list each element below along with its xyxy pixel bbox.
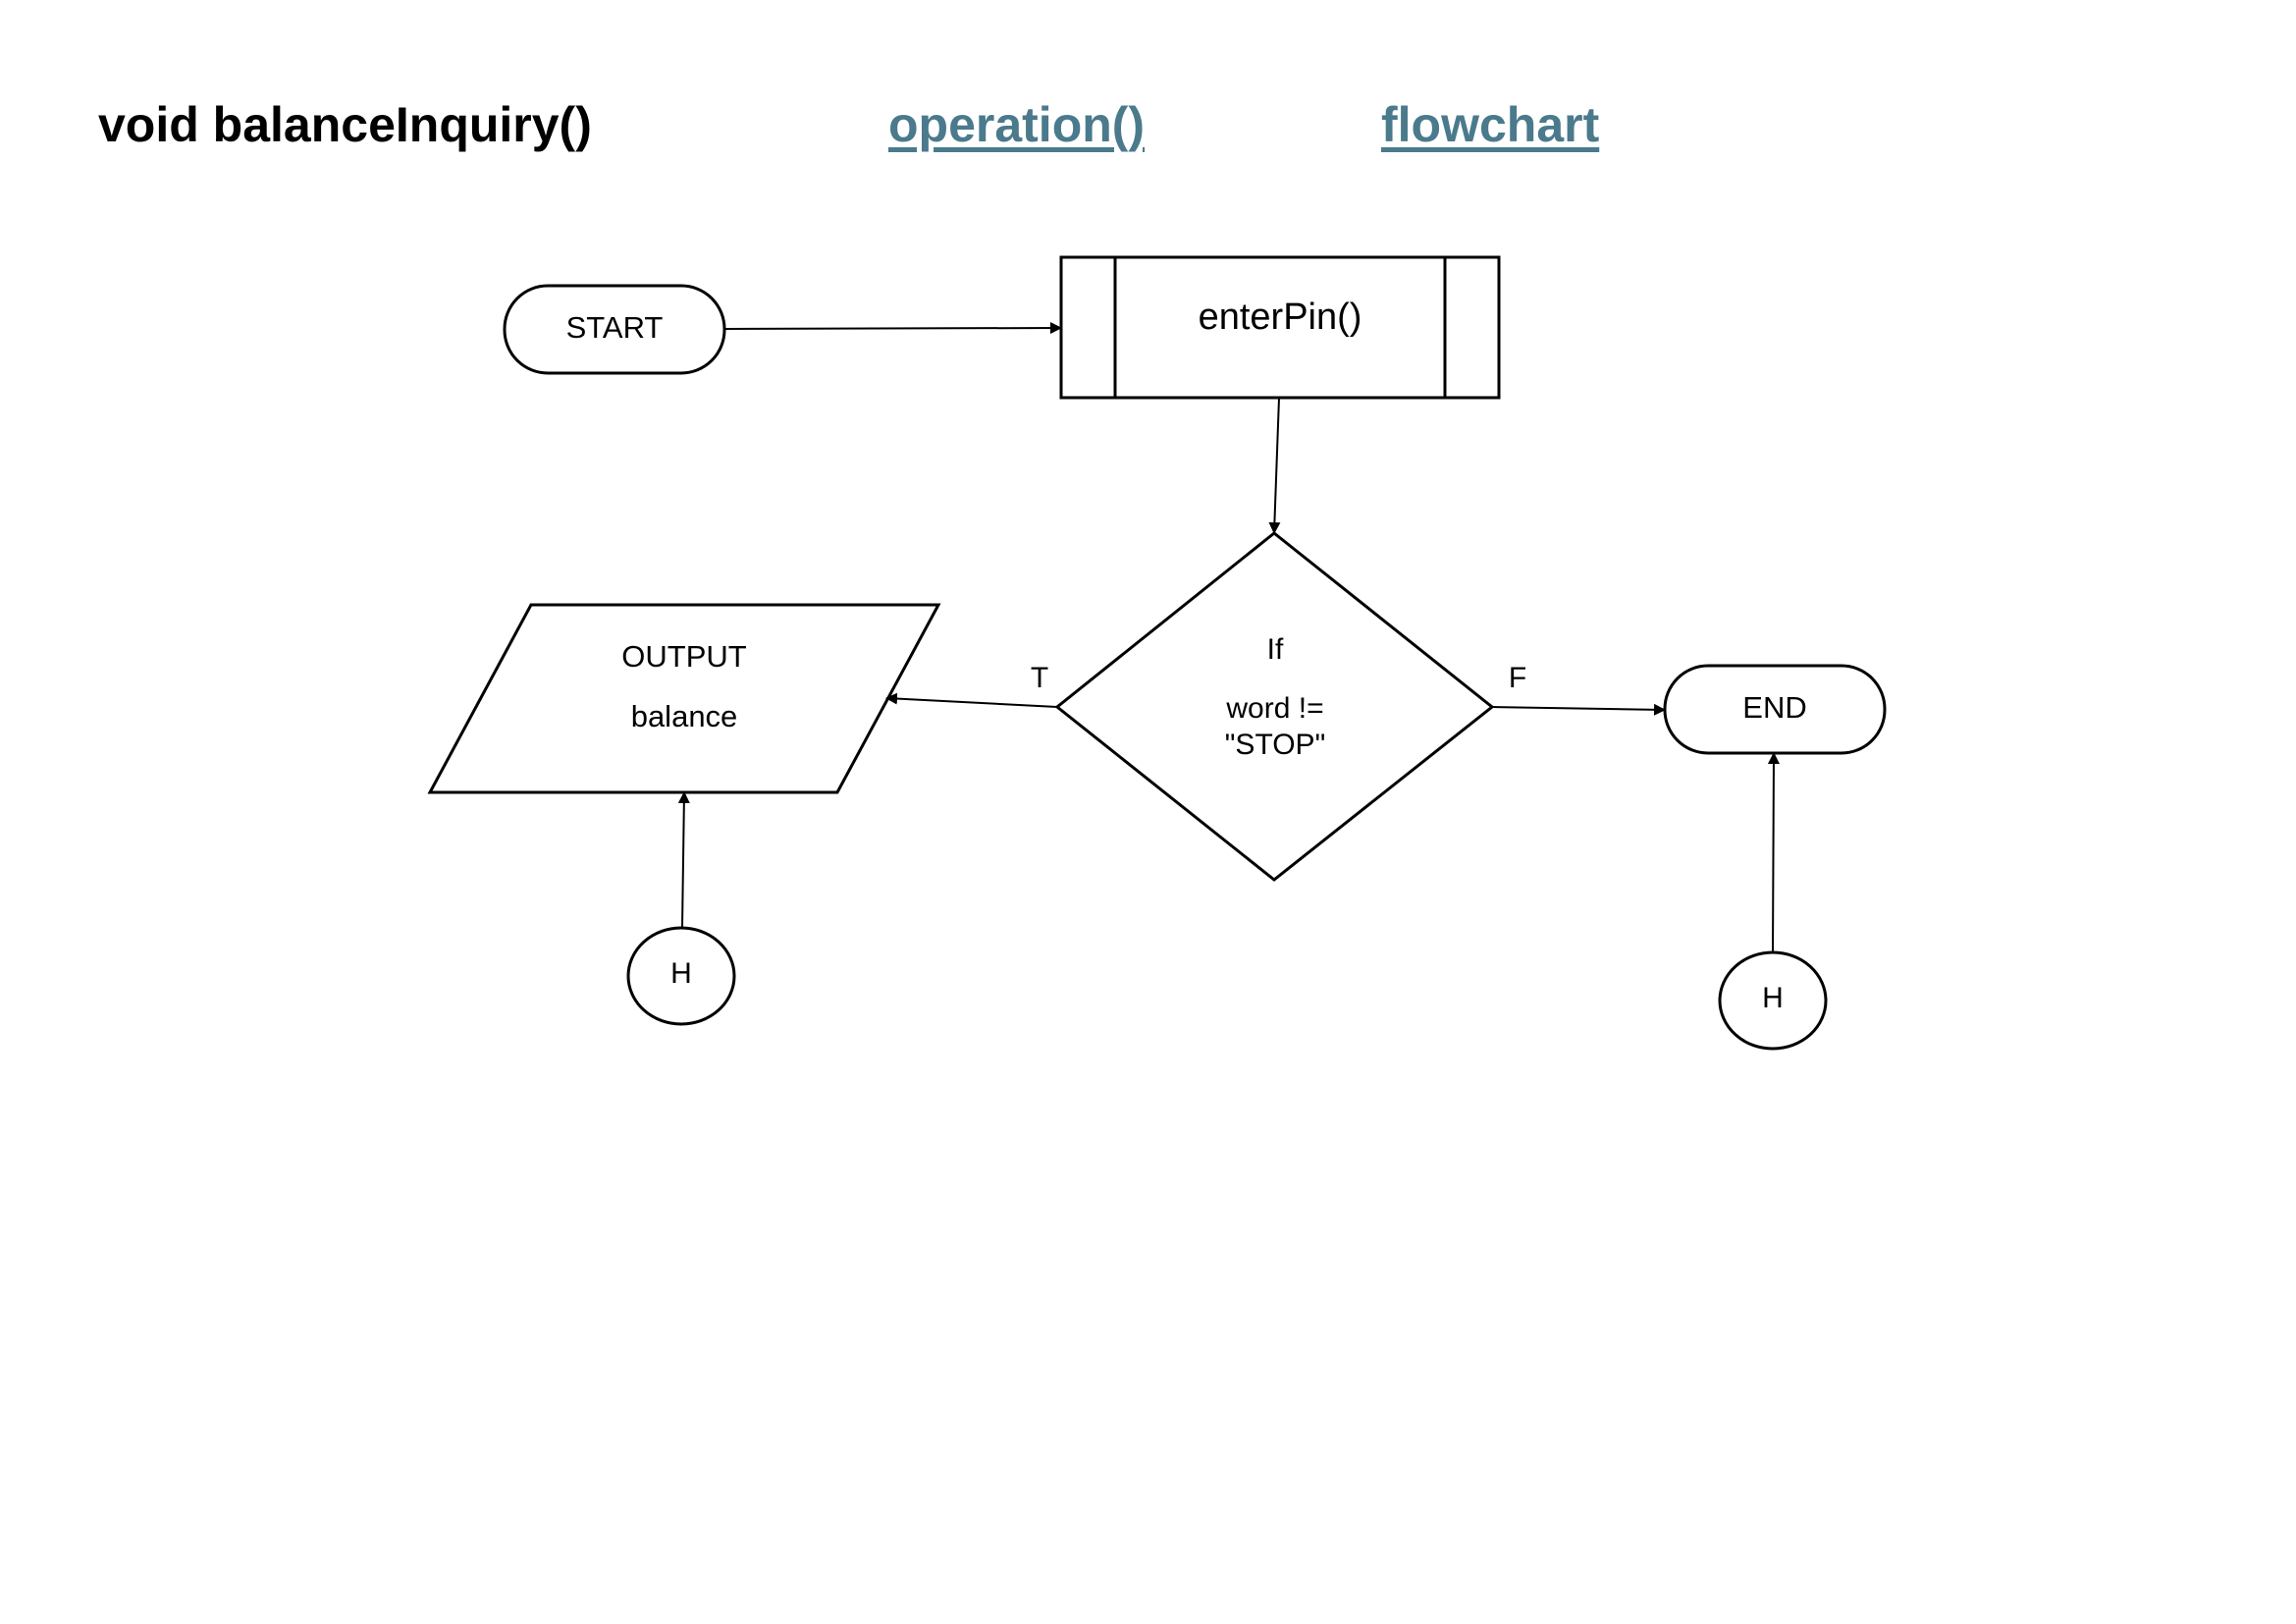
flowchart-link[interactable]: flowchart <box>1381 97 1600 152</box>
output-line-1: OUTPUT <box>621 639 747 674</box>
connector-left-label: H <box>670 957 692 990</box>
start-label: START <box>566 310 664 345</box>
output-parallelogram <box>427 603 941 794</box>
arrow-enterpin-to-decision <box>1268 397 1281 534</box>
arrow-connector-to-output <box>677 791 690 929</box>
output-line-2: balance <box>631 699 738 733</box>
connector-left <box>626 926 736 1026</box>
false-branch-label: F <box>1509 662 1526 694</box>
enter-pin-subroutine <box>1059 255 1501 400</box>
subroutine-label: enterPin() <box>1199 297 1362 338</box>
arrow-decision-to-end <box>1491 703 1666 716</box>
arrow-decision-to-output <box>885 692 1058 708</box>
decision-line-2: word != <box>1225 692 1323 725</box>
arrow-start-to-enterpin <box>723 322 1062 335</box>
true-branch-label: T <box>1031 662 1048 694</box>
page-title: void balanceInquiry() <box>98 97 592 152</box>
end-label: END <box>1742 690 1806 725</box>
decision-line-3: "STOP" <box>1225 729 1325 761</box>
decision-diamond <box>1054 531 1495 882</box>
connector-right-label: H <box>1762 982 1784 1014</box>
decision-line-1: If <box>1267 633 1284 666</box>
start-terminal <box>503 284 726 375</box>
arrow-connector-to-end <box>1767 752 1780 953</box>
operation-link[interactable]: operation() <box>888 97 1146 152</box>
